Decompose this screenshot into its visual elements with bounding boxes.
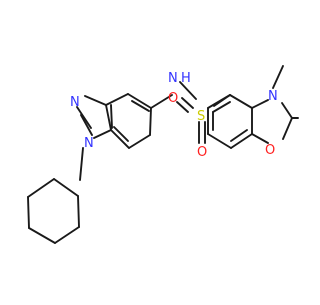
- atom-label-h-amide: H: [181, 71, 191, 86]
- atom-label-oxygen-sulfonyl-up: O: [168, 91, 178, 106]
- atom-labels: N N N H S O O N O O: [70, 71, 278, 160]
- atom-label-oxygen-ring: O: [265, 143, 275, 158]
- atom-label-n-ring: N: [268, 89, 278, 104]
- molecule-canvas: N N N H S O O N O O: [27, 65, 299, 244]
- atom-label-n-amide: N: [168, 71, 178, 86]
- bond-lines: [27, 65, 299, 244]
- atom-label-n-cyclohexyl: N: [84, 136, 94, 151]
- atom-label-sulfur: S: [197, 109, 205, 124]
- atom-label-oxygen-sulfonyl-down: O: [197, 145, 207, 160]
- molecule-structure: N N N H S O O N O O: [27, 65, 299, 244]
- atom-label-n-imine: N: [70, 95, 80, 110]
